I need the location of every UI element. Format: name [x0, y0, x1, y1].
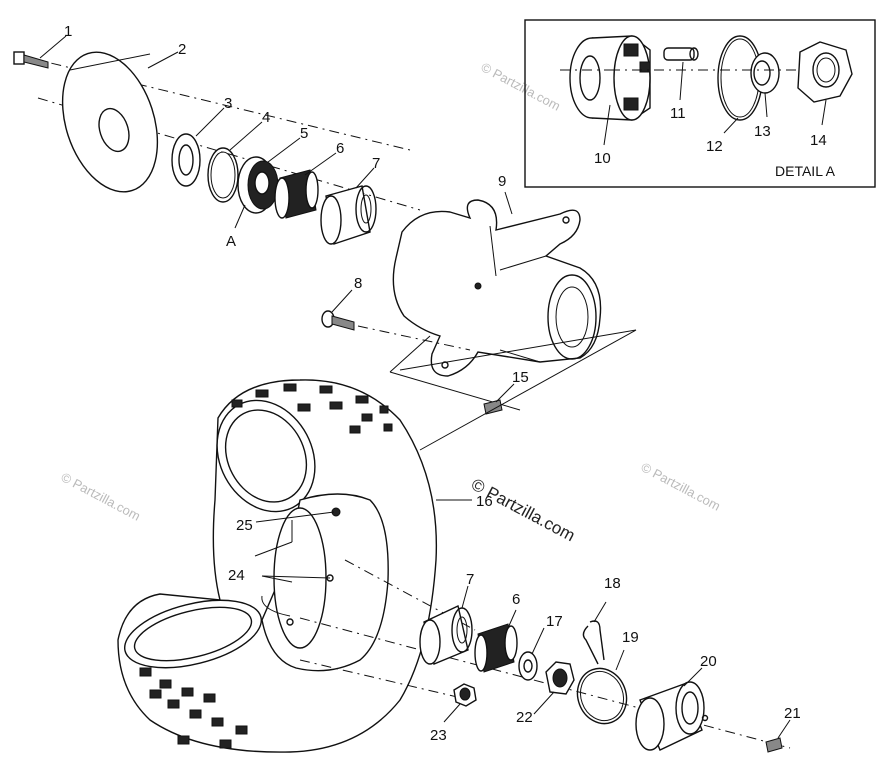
- part-11-pin: [663, 47, 699, 61]
- callout-18: 18: [604, 575, 621, 592]
- callout-11: 11: [670, 105, 686, 122]
- part-4-ring: [207, 147, 239, 203]
- callout-16: 16: [476, 493, 493, 510]
- callout-7: 7: [372, 155, 380, 172]
- callout-A: A: [226, 233, 236, 250]
- watermark-main: © Partzilla.com: [468, 475, 578, 546]
- part-2-disc: [61, 51, 159, 193]
- part-3-seal: [171, 133, 201, 187]
- callout-15: 15: [512, 369, 529, 386]
- callout-2: 2: [178, 41, 186, 58]
- part-14-nut: [797, 41, 853, 103]
- part-21-screw: [765, 737, 783, 753]
- watermark-faint: © Partzilla.com: [639, 459, 723, 513]
- part-5-splined-hub: [237, 156, 279, 214]
- callout-24: 24: [228, 567, 245, 584]
- part-19-o-ring: [576, 667, 628, 725]
- part-15-stud: [483, 399, 503, 415]
- watermark-faint: © Partzilla.com: [479, 59, 563, 113]
- callout-3: 3: [224, 95, 232, 112]
- callout-25: 25: [236, 517, 253, 534]
- part-22-nut: [545, 661, 575, 695]
- callout-19: 19: [622, 629, 639, 646]
- part-8-bolt: [321, 310, 355, 331]
- part-6-bearing: [274, 169, 319, 219]
- part-1-bolt: [13, 51, 49, 69]
- callout-22: 22: [516, 709, 533, 726]
- part-9-knuckle: [389, 199, 602, 411]
- part-7-race-lower: [419, 604, 473, 665]
- callout-17: 17: [546, 613, 563, 630]
- callout-21: 21: [784, 705, 801, 722]
- part-20-hub-cap: [635, 681, 709, 751]
- callout-7b: 7: [466, 571, 474, 588]
- part-17-washer: [518, 651, 538, 681]
- part-18-cotter-pin: [582, 620, 605, 665]
- callout-12: 12: [706, 138, 723, 155]
- part-10-collar: [560, 35, 651, 121]
- part-13-washer: [750, 52, 780, 94]
- callout-20: 20: [700, 653, 717, 670]
- callout-5: 5: [300, 125, 308, 142]
- part-23-nut: [453, 683, 477, 707]
- callout-6b: 6: [512, 591, 520, 608]
- callout-8: 8: [354, 275, 362, 292]
- callout-4: 4: [262, 109, 270, 126]
- callout-23: 23: [430, 727, 447, 744]
- part-6-bearing-lower: [474, 623, 518, 673]
- callout-10: 10: [594, 150, 611, 167]
- callout-1: 1: [64, 23, 72, 40]
- callout-14: 14: [810, 132, 827, 149]
- callout-9: 9: [498, 173, 506, 190]
- callout-13: 13: [754, 123, 771, 140]
- part-24-wheel-rim: [261, 493, 389, 672]
- detail-a-panel: DETAIL A: [524, 19, 876, 188]
- part-7-race: [320, 185, 377, 245]
- callout-6: 6: [336, 140, 344, 157]
- watermark-faint: © Partzilla.com: [59, 469, 143, 523]
- detail-a-title: DETAIL A: [775, 163, 836, 179]
